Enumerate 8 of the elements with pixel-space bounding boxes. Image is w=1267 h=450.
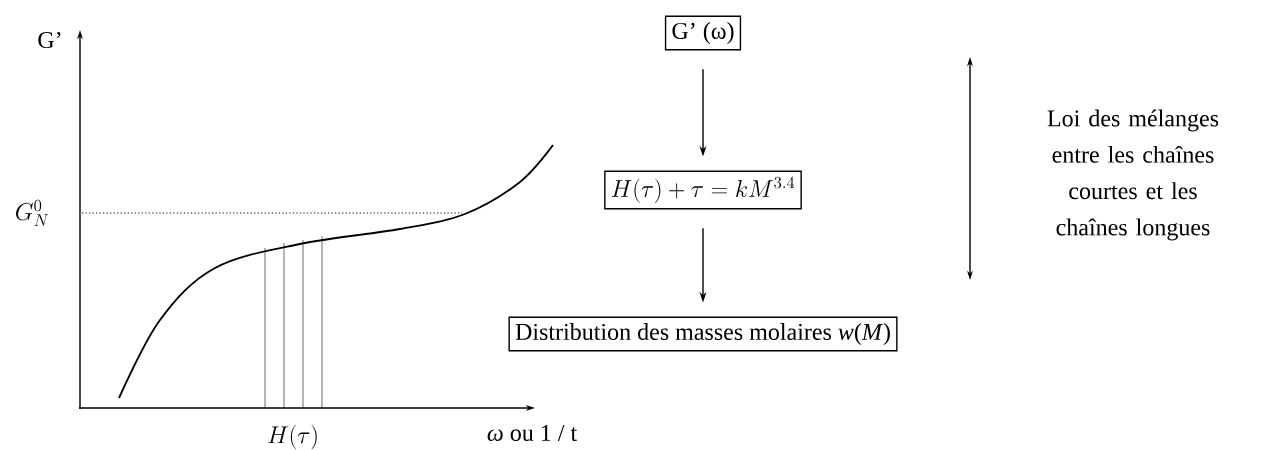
axis-label: $G_N^0$ — [16, 199, 49, 226]
axis-label: ω ou 1 / t — [487, 424, 577, 442]
axis-label: $H(\tau)$ — [268, 424, 317, 450]
annotation-text: Loi des mélanges entre les chaînes courtes et les chaînes longues — [1047, 109, 1219, 241]
process-box: $H(\tau) + \tau = kM^{3.4}$ — [604, 170, 802, 210]
process-box: Distribution des masses molaires w(M) — [508, 316, 898, 352]
axis-label: G’ — [38, 31, 61, 49]
process-box: G’ (ω) — [664, 15, 742, 51]
